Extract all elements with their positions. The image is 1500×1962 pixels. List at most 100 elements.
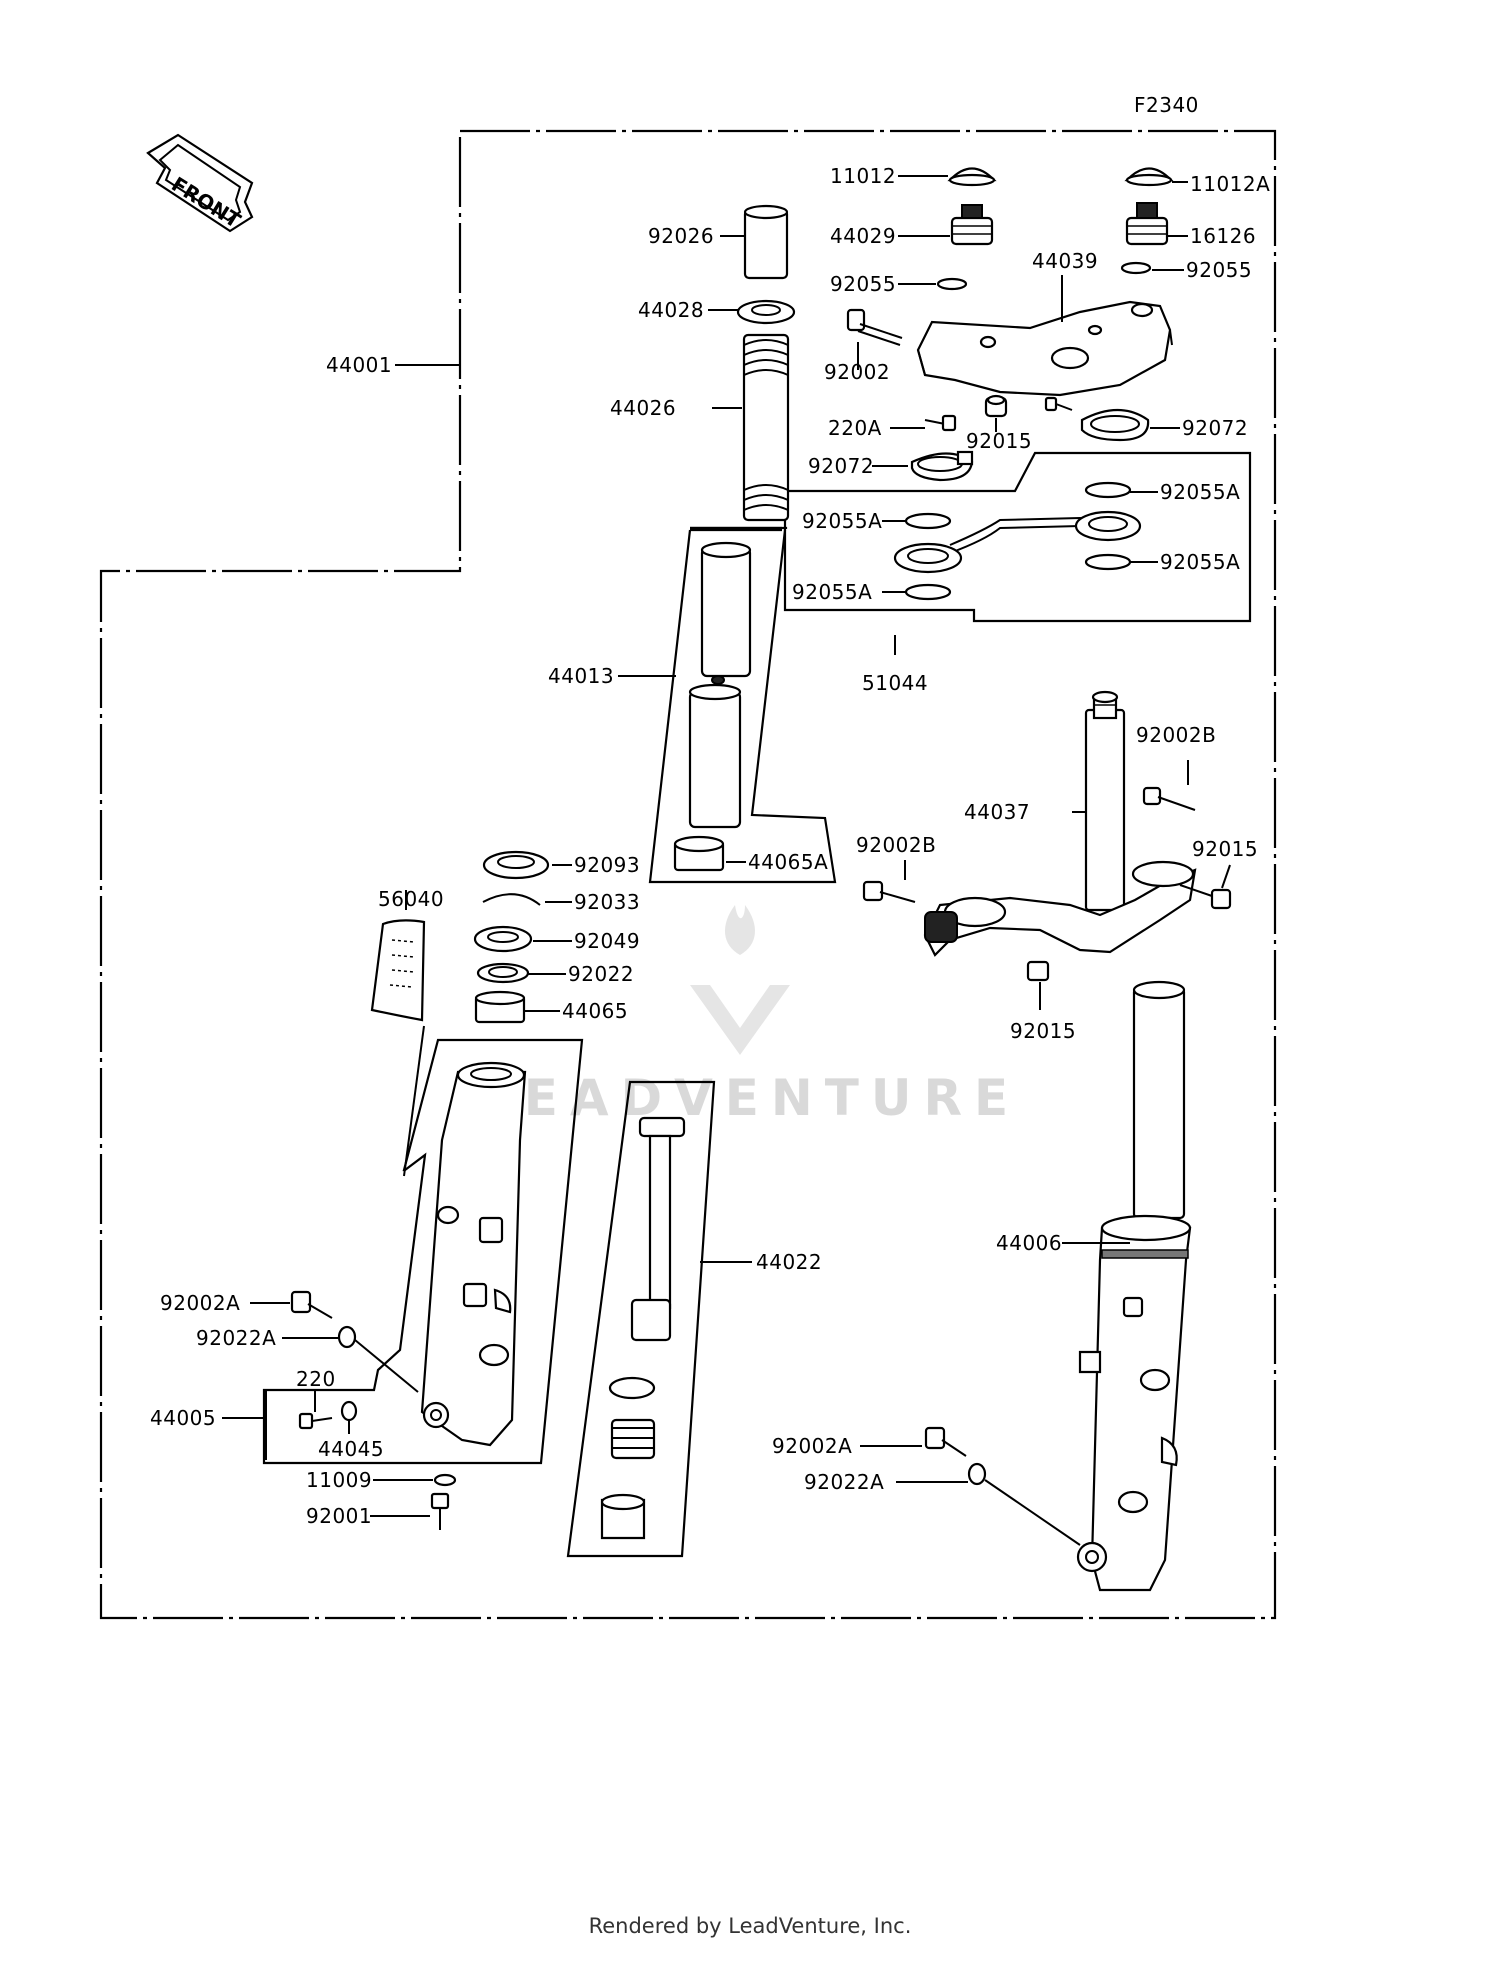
screw-220 (298, 1412, 333, 1430)
label-220: 220 (296, 1367, 336, 1391)
label-92026: 92026 (648, 224, 714, 248)
bolt-220A (924, 414, 957, 432)
oring-right (1120, 261, 1152, 275)
label-92022A-right: 92022A (804, 1470, 884, 1494)
steering-stem-44037 (923, 690, 1197, 957)
cap-left (947, 167, 997, 187)
bolt-92002B-left (862, 880, 916, 903)
label-92049: 92049 (574, 929, 640, 953)
label-92055A-1: 92055A (1160, 480, 1240, 504)
watermark-logo (690, 905, 790, 1055)
label-51044: 51044 (862, 671, 928, 695)
label-92033: 92033 (574, 890, 640, 914)
label-16126: 16126 (1190, 224, 1256, 248)
label-44028: 44028 (638, 298, 704, 322)
label-220A: 220A (828, 416, 882, 440)
label-44026: 44026 (610, 396, 676, 420)
figure-code: F2340 (1134, 93, 1199, 117)
bolt-92002 (846, 308, 903, 346)
assembly-outline (99, 129, 1277, 1620)
clamp-92072-right (1080, 409, 1150, 442)
washer-link-right (984, 1479, 1081, 1546)
bolt-92002B-top (1142, 786, 1196, 811)
label-92002A-right: 92002A (772, 1434, 852, 1458)
footer-credit: Rendered by LeadVenture, Inc. (588, 1914, 912, 1938)
label-92055A-4: 92055A (792, 580, 872, 604)
label-92002A-left: 92002A (160, 1291, 240, 1315)
bolt-92002A-left (290, 1290, 333, 1319)
label-92002: 92002 (824, 360, 890, 384)
label-92055-right: 92055 (1186, 258, 1252, 282)
bolt-92002A-right (924, 1426, 967, 1457)
label-44005: 44005 (150, 1406, 216, 1430)
washer-92022 (476, 962, 530, 984)
label-44045: 44045 (318, 1437, 384, 1461)
nut-92015-right (1179, 884, 1232, 910)
oring-left (936, 277, 968, 291)
label-44029: 44029 (830, 224, 896, 248)
label-56040: 56040 (378, 887, 444, 911)
label-92002B-left: 92002B (856, 833, 936, 857)
label-92072-left: 92072 (808, 454, 874, 478)
spacer-92026 (743, 204, 789, 280)
nut-92015-top (984, 394, 1008, 418)
label-44037: 44037 (964, 800, 1030, 824)
label-92015-right: 92015 (1192, 837, 1258, 861)
label-44065: 44065 (562, 999, 628, 1023)
cap-right (1124, 167, 1174, 187)
reflector-56040 (370, 919, 426, 1022)
bolt-small-top (1044, 396, 1073, 412)
washer-44028 (736, 299, 796, 325)
label-92055A-2: 92055A (802, 509, 882, 533)
label-92072-right: 92072 (1182, 416, 1248, 440)
damper-rod-44022 (600, 1116, 686, 1540)
label-44001: 44001 (326, 353, 392, 377)
seal-kit-box (783, 451, 1252, 623)
label-44065A: 44065A (748, 850, 828, 874)
washer-92022A-left (337, 1325, 357, 1349)
label-92015-top: 92015 (966, 429, 1032, 453)
adjuster-right (1125, 202, 1169, 246)
upper-bracket (916, 300, 1173, 397)
label-44022: 44022 (756, 1250, 822, 1274)
label-92015-bottom: 92015 (1010, 1019, 1076, 1043)
label-92001: 92001 (306, 1504, 372, 1528)
washer-44045 (340, 1400, 358, 1422)
watermark-text: LEADVENTURE (480, 1069, 1020, 1127)
label-44039: 44039 (1032, 249, 1098, 273)
damper-rod-box (566, 1080, 716, 1558)
label-44013: 44013 (548, 664, 614, 688)
label-92022A-left: 92022A (196, 1326, 276, 1350)
washer-92022A-right (967, 1462, 987, 1486)
label-11009: 11009 (306, 1468, 372, 1492)
washer-link-left (354, 1339, 419, 1393)
seal-kit-parts (893, 481, 1142, 601)
fork-assembly-44006 (1076, 980, 1192, 1592)
label-11012: 11012 (830, 164, 896, 188)
nut-92015-bottom (1026, 960, 1050, 982)
reflector-link (403, 1025, 425, 1177)
bushing-44065A (673, 835, 725, 872)
inner-tube-44013 (688, 541, 752, 829)
label-44006: 44006 (996, 1231, 1062, 1255)
clip-92033 (482, 893, 541, 906)
leader-lines (222, 175, 1231, 1517)
label-92022: 92022 (568, 962, 634, 986)
label-92055-left: 92055 (830, 272, 896, 296)
front-arrow-icon (146, 133, 254, 233)
label-11012A: 11012A (1190, 172, 1270, 196)
clamp-92072-left (910, 450, 974, 482)
oil-seal-92049 (473, 925, 533, 953)
washer-11009 (433, 1473, 457, 1487)
spring-44026 (742, 333, 790, 522)
label-92055A-3: 92055A (1160, 550, 1240, 574)
dust-seal-92093 (482, 850, 550, 880)
tube-group-box (648, 528, 837, 884)
adjuster-left (950, 204, 994, 246)
bushing-44065 (474, 990, 526, 1024)
outer-tube-44005 (420, 1061, 527, 1447)
label-92093: 92093 (574, 853, 640, 877)
bolt-92001 (430, 1492, 450, 1530)
label-92002B-top: 92002B (1136, 723, 1216, 747)
